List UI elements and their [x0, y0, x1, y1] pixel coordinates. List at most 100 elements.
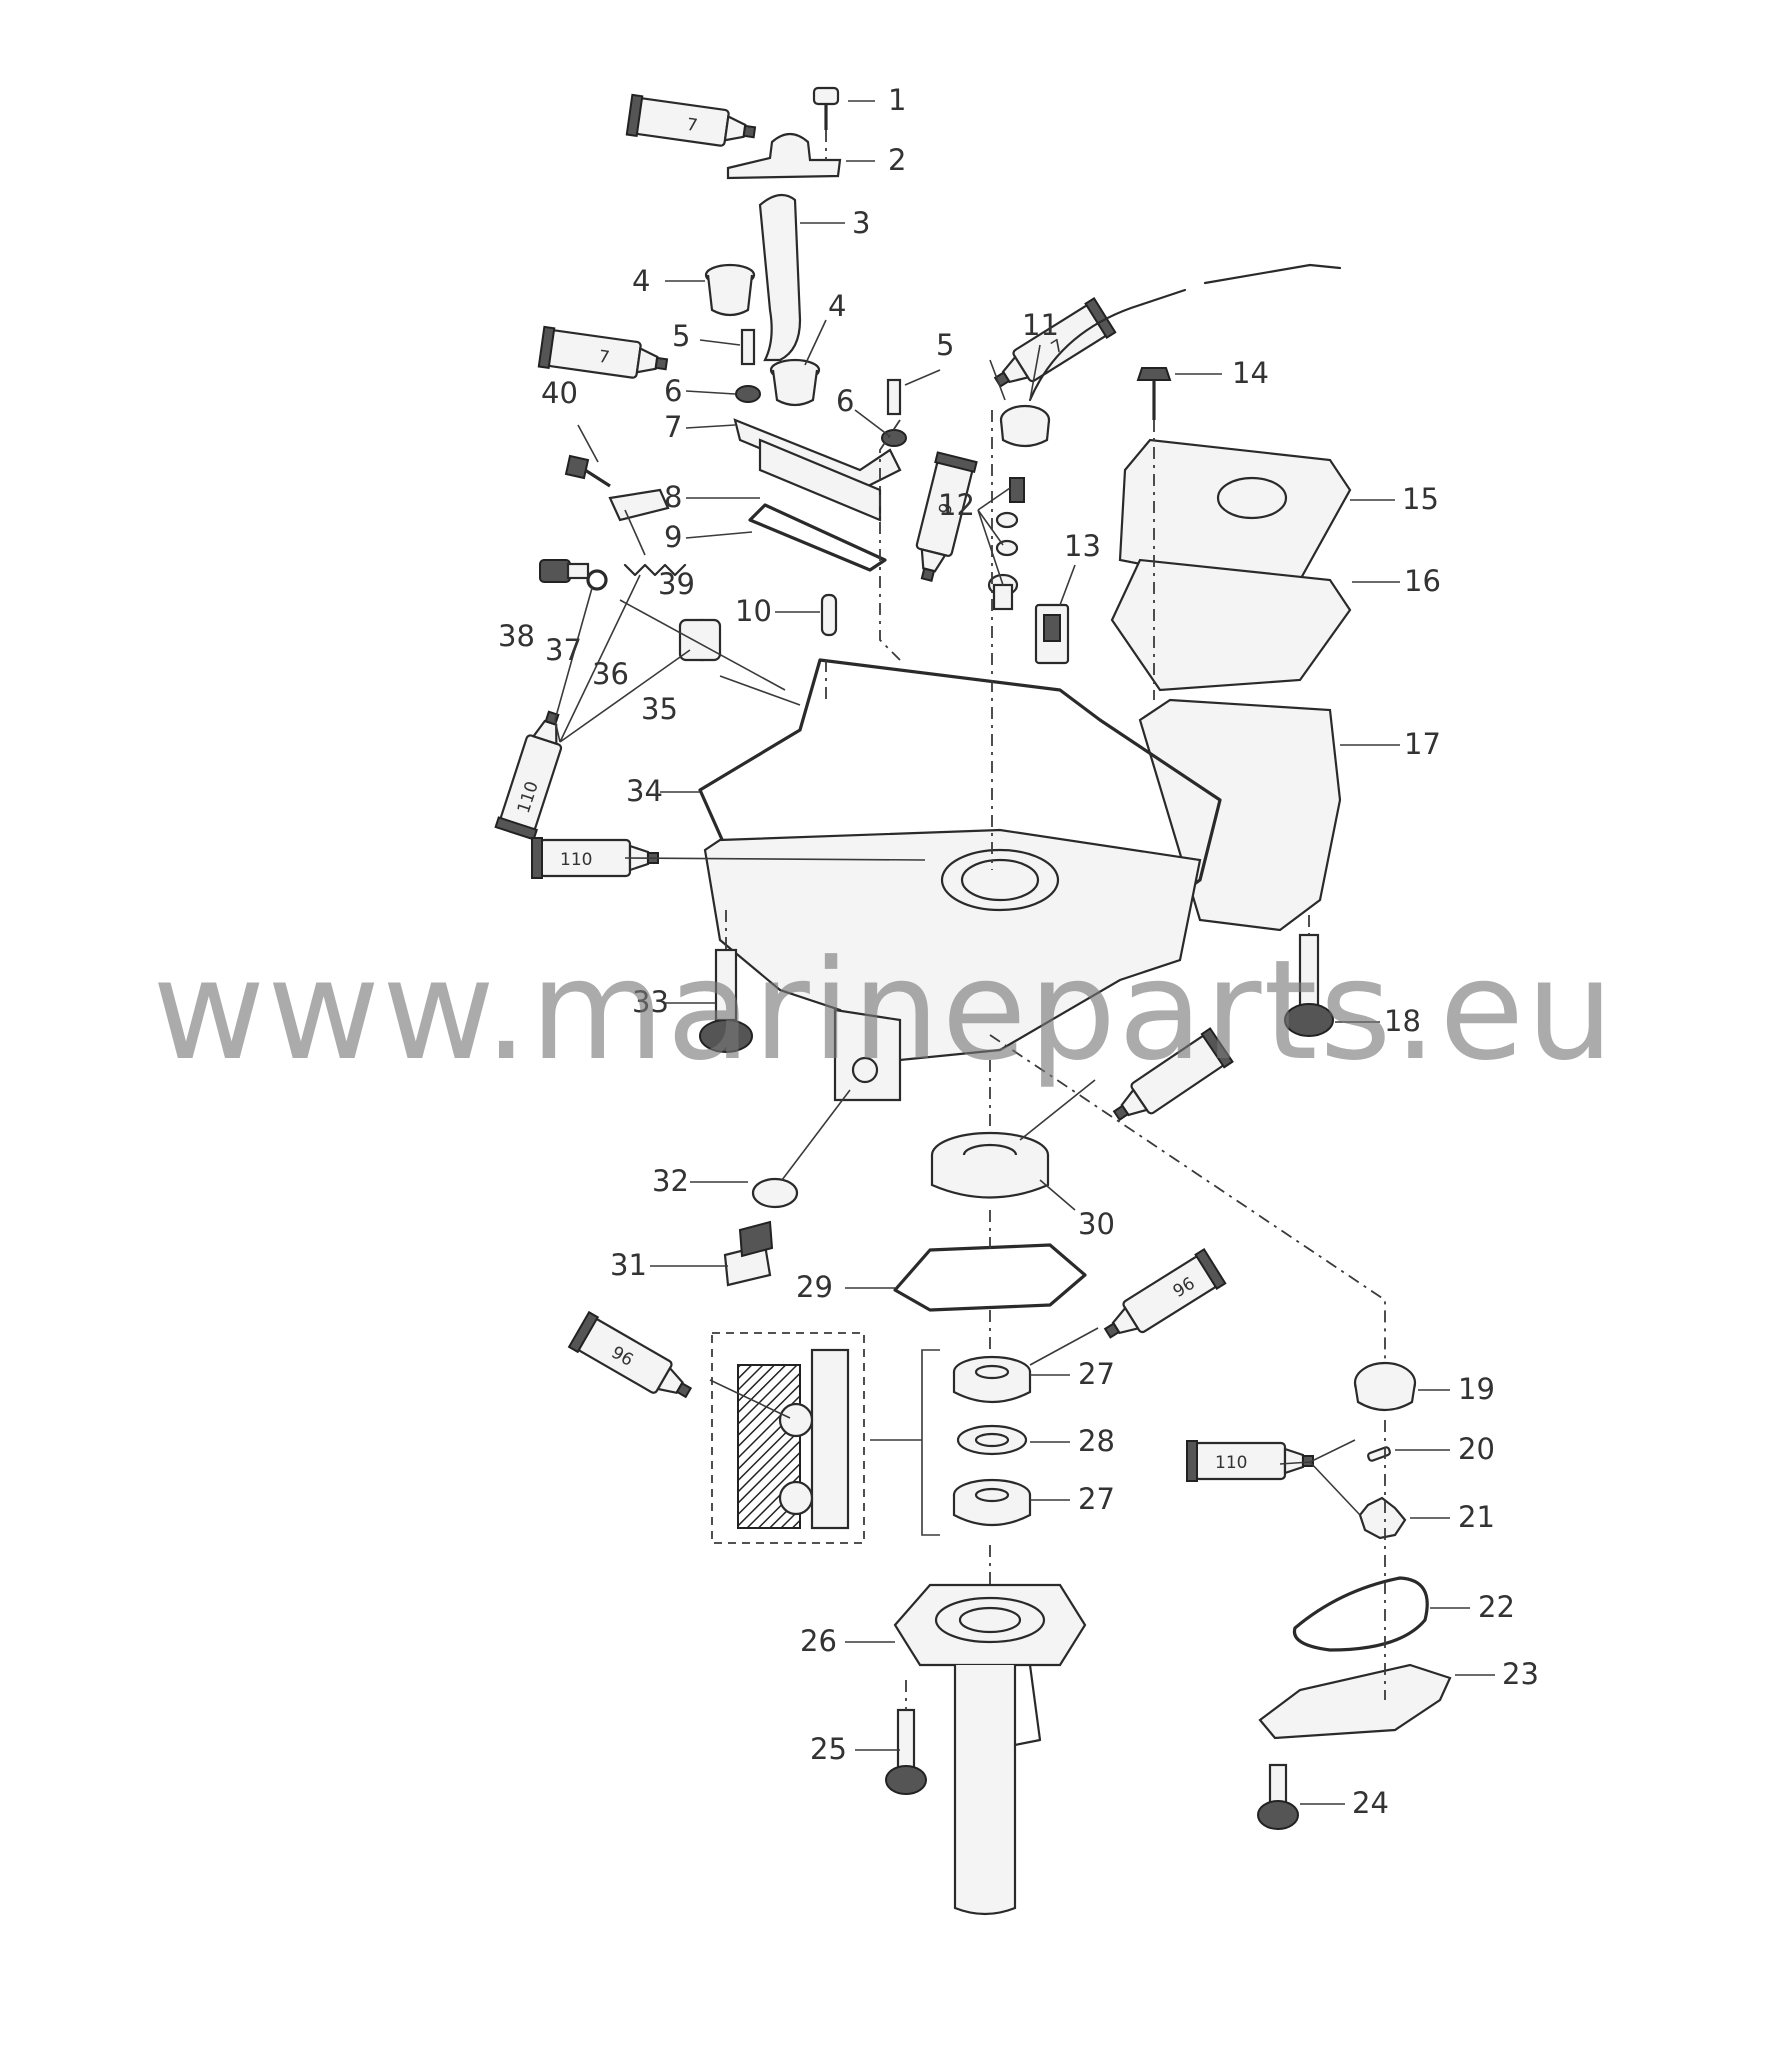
impeller-21 [1358, 1496, 1407, 1540]
bolt-24 [1257, 1763, 1299, 1830]
bolt-25 [885, 1708, 927, 1795]
tube-label: 7 [597, 347, 611, 368]
sealant-tube-9: 9 [915, 451, 978, 582]
sensor-cable [1028, 288, 1187, 402]
housing-bore-inner [960, 858, 1040, 902]
grommet-4-right [769, 358, 821, 407]
callout-5-right: 5 [936, 328, 954, 362]
spacer-28 [956, 1424, 1028, 1456]
washer-6-left [735, 385, 761, 403]
callout-38: 38 [498, 619, 535, 653]
callout-18: 18 [1384, 1004, 1421, 1038]
cover-8 [758, 438, 882, 522]
rotor-19 [1353, 1361, 1417, 1412]
tube-label: 9 [935, 501, 957, 516]
screw-1 [812, 86, 840, 130]
screw-12 [987, 477, 1025, 611]
bracket-7 [733, 418, 902, 492]
plunger-35 [678, 618, 722, 662]
callout-19: 19 [1458, 1372, 1495, 1406]
grommet-4-left [704, 263, 756, 317]
callout-1: 1 [888, 83, 906, 117]
sealant-tube-110-right: 110 [1186, 1440, 1314, 1482]
clamp-2 [726, 132, 842, 180]
sensor-11 [999, 404, 1051, 448]
cover-23 [1258, 1663, 1452, 1740]
gasket-9 [748, 503, 887, 572]
leader-lines [554, 100, 1495, 1805]
washer-32 [751, 1177, 799, 1209]
callout-27-bottom: 27 [1078, 1482, 1115, 1516]
sealant-tube-96-left: 96 [567, 1310, 693, 1399]
callout-32: 32 [652, 1164, 689, 1198]
tube-label: 7 [685, 115, 699, 136]
plate-39 [608, 488, 670, 522]
callout-3: 3 [852, 206, 870, 240]
seal-group-bracket [870, 1349, 940, 1536]
pump-housing-26 [893, 1583, 1087, 1916]
spring-36 [623, 563, 687, 577]
callout-34: 34 [626, 774, 663, 808]
sealant-tube-110-left: 110 [494, 710, 563, 841]
assembly-center-lines [725, 130, 1386, 1710]
callout-39: 39 [658, 567, 695, 601]
sealant-tube-110-mid: 110 [531, 837, 659, 879]
valve-38 [539, 559, 590, 583]
callout-16: 16 [1404, 564, 1441, 598]
seal-27-top [952, 1355, 1032, 1404]
callout-6-left: 6 [664, 374, 682, 408]
callout-10: 10 [735, 594, 772, 628]
callout-36: 36 [592, 657, 629, 691]
callout-37: 37 [545, 633, 582, 667]
callout-31: 31 [610, 1248, 647, 1282]
callout-40: 40 [541, 376, 578, 410]
sealant-tube-7-left: 7 [537, 325, 669, 379]
housing-leg [833, 1008, 902, 1102]
seal-30 [930, 1131, 1050, 1199]
callout-22: 22 [1478, 1590, 1515, 1624]
callout-25: 25 [810, 1732, 847, 1766]
bolt-18 [1284, 933, 1334, 1037]
seal-cross-section-inset [711, 1332, 865, 1544]
callout-2: 2 [888, 143, 906, 177]
callout-28: 28 [1078, 1424, 1115, 1458]
callout-4-left: 4 [632, 264, 650, 298]
bolt-14 [1136, 367, 1172, 420]
callout-30: 30 [1078, 1207, 1115, 1241]
screw-5-right [886, 378, 902, 416]
housing-drain-hole [851, 1056, 879, 1084]
callout-17: 17 [1404, 727, 1441, 761]
callout-14: 14 [1232, 356, 1269, 390]
callout-20: 20 [1458, 1432, 1495, 1466]
pin-20 [1367, 1446, 1391, 1462]
plate-15-hole [1216, 476, 1288, 520]
plug-31 [723, 1220, 774, 1287]
callout-5-left: 5 [672, 319, 690, 353]
main-housing [703, 828, 1202, 1062]
bolt-33 [699, 948, 753, 1053]
housing-bore [940, 848, 1060, 912]
callout-8: 8 [664, 480, 682, 514]
sensor-cable-end [1203, 263, 1342, 285]
hose-3 [758, 193, 802, 362]
callout-26: 26 [800, 1624, 837, 1658]
tube-label: 110 [560, 850, 592, 870]
gasket-29 [893, 1243, 1087, 1312]
sealant-tube-right-lower [1112, 1027, 1234, 1122]
callout-27-top: 27 [1078, 1357, 1115, 1391]
callout-12: 12 [938, 488, 975, 522]
bolt-40 [564, 454, 611, 488]
seal-27-bottom [952, 1478, 1032, 1527]
callout-15: 15 [1402, 482, 1439, 516]
connector-13 [1034, 603, 1070, 665]
oring-22 [1292, 1576, 1429, 1652]
sealant-tube-96-right: 96 [1103, 1247, 1227, 1339]
callout-21: 21 [1458, 1500, 1495, 1534]
callout-6-right: 6 [836, 384, 854, 418]
pin-10 [820, 593, 838, 637]
callout-11: 11 [1022, 308, 1059, 342]
callout-13: 13 [1064, 529, 1101, 563]
callout-labels: 1 2 3 4 4 5 5 6 6 7 8 9 10 11 12 13 14 1… [498, 83, 1539, 1820]
callout-24: 24 [1352, 1786, 1389, 1820]
